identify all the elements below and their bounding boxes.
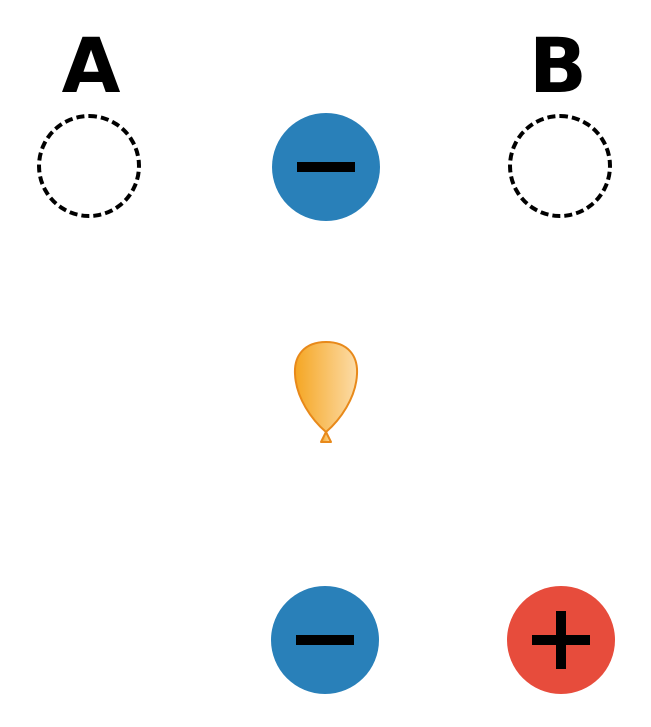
empty-slot-a[interactable] <box>37 114 141 218</box>
empty-slot-b[interactable] <box>508 114 612 218</box>
minus-icon <box>297 162 355 172</box>
plus-icon-vertical <box>556 611 566 669</box>
minus-icon <box>296 635 354 645</box>
position-a-label: A <box>61 21 121 110</box>
positive-charge-bottom[interactable] <box>507 586 615 694</box>
negative-charge-top[interactable] <box>272 113 380 221</box>
negative-charge-bottom[interactable] <box>271 586 379 694</box>
balloon-icon[interactable] <box>292 340 360 446</box>
position-b-label: B <box>529 21 587 110</box>
